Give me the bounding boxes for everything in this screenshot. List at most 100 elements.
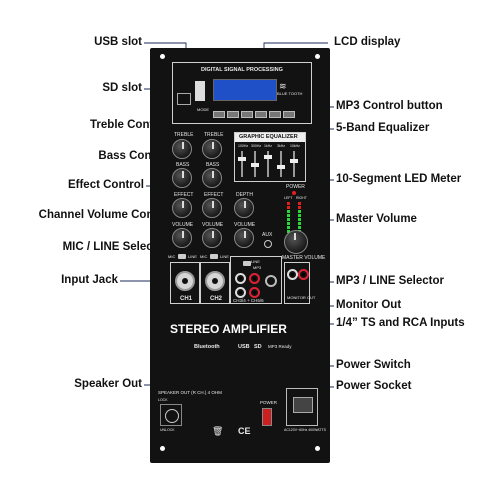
mp3-vol-down-button[interactable]	[255, 111, 267, 118]
volume-label-ch2: VOLUME	[202, 222, 224, 228]
line-label-mp3sel: LINE	[251, 259, 260, 264]
eq-title: GRAPHIC EQUALIZER	[239, 134, 298, 140]
power-socket[interactable]	[293, 397, 313, 413]
ch3-6-input-box: LINE MP3 CH3/4 + CH5/6	[230, 256, 282, 304]
eq-slider-10k[interactable]	[290, 159, 298, 163]
effect-label-ch2: EFFECT	[204, 192, 224, 198]
monitor-rca-red[interactable]	[298, 269, 309, 280]
volume-knob-ch2[interactable]	[202, 228, 222, 248]
treble-label-ch2: TREBLE	[204, 132, 224, 138]
eq-slider-300[interactable]	[251, 163, 259, 167]
mic-label-ch1: MIC	[168, 254, 176, 259]
eq-band-100: 100Hz	[238, 144, 249, 148]
depth-knob[interactable]	[234, 198, 254, 218]
ce-mark: CE	[238, 426, 251, 436]
speaker-out-connector[interactable]	[160, 404, 182, 426]
power-switch-label: Power Switch	[336, 359, 411, 371]
bluetooth-logo: Bluetooth	[194, 344, 220, 350]
lock-text: LOCK	[158, 398, 168, 402]
ch3-rca-white[interactable]	[235, 273, 246, 284]
power-switch-text: POWER	[260, 400, 278, 405]
mp3-vol-up-button[interactable]	[269, 111, 281, 118]
effect-label-ch1: EFFECT	[174, 192, 194, 198]
meter-left-label: LEFT	[284, 196, 293, 200]
speaker-out-label: Speaker Out	[74, 378, 142, 390]
treble-label-ch1: TREBLE	[174, 132, 194, 138]
ch2-input-box: CH2	[200, 262, 230, 304]
ch3-6-label: CH3/4 + CH5/6	[233, 298, 264, 303]
lcd-display	[213, 79, 277, 101]
wifi-icon: ≋	[279, 81, 287, 91]
bass-knob-ch2[interactable]	[202, 168, 222, 188]
eq-slider-3k[interactable]	[277, 165, 285, 169]
mp3-next-button[interactable]	[241, 111, 253, 118]
eq-slider-100[interactable]	[238, 157, 246, 161]
bass-label-ch2: BASS	[206, 162, 220, 168]
ts-rca-inputs-label: 1/4” TS and RCA Inputs	[336, 317, 465, 329]
effect-control-label: Effect Control	[67, 179, 144, 191]
master-volume-knob[interactable]	[284, 230, 308, 254]
bluetooth-tag: BLUE TOOTH	[277, 91, 303, 96]
effect-knob-ch2[interactable]	[202, 198, 222, 218]
ch4-rca-red[interactable]	[249, 273, 260, 284]
mp3-mode-button[interactable]	[283, 111, 295, 118]
treble-knob-ch2[interactable]	[202, 139, 222, 159]
screw-hole-icon	[315, 446, 320, 451]
graphic-equalizer: GRAPHIC EQUALIZER 100Hz 300Hz 1kHz 3kHz …	[234, 132, 306, 182]
sd-slot[interactable]	[177, 93, 191, 105]
mp3-line-switch[interactable]	[243, 261, 251, 266]
bass-knob-ch1[interactable]	[172, 168, 192, 188]
meter-right-label: RIGHT	[296, 196, 307, 200]
mic-line-switch-ch1[interactable]	[178, 254, 186, 259]
ch5-rca-white[interactable]	[235, 287, 246, 298]
unlock-text: UNLOCK	[160, 428, 175, 432]
volume-knob-ch1[interactable]	[172, 228, 192, 248]
weee-bin-icon: 🗑	[212, 426, 224, 436]
power-socket-label: Power Socket	[336, 380, 412, 392]
monitor-out-box: MONITOR OUT	[284, 262, 315, 304]
line-label-ch1: LINE	[188, 254, 197, 259]
volume-knob-ch3[interactable]	[234, 228, 254, 248]
mic-label-ch2: MIC	[200, 254, 208, 259]
screw-hole-icon	[315, 54, 320, 59]
treble-knob-ch1[interactable]	[172, 139, 192, 159]
ts-input-jack[interactable]	[265, 275, 277, 287]
mp3-label-mp3sel: MP3	[253, 265, 262, 270]
five-band-eq-label: 5-Band Equalizer	[336, 122, 430, 134]
volume-label-ch1: VOLUME	[172, 222, 194, 228]
ch1-label: CH1	[180, 296, 193, 302]
speaker-out-text: SPEAKER OUT (R CH.) 4 OHM	[158, 390, 222, 395]
dsp-module: DIGITAL SIGNAL PROCESSING ≋ BLUE TOOTH M…	[172, 62, 312, 124]
ch1-input-box: CH1	[170, 262, 200, 304]
mp3-control-button-label: MP3 Control button	[336, 100, 443, 112]
power-switch[interactable]	[262, 408, 272, 426]
channel-volume-label: Channel Volume Control	[38, 209, 172, 221]
dsp-title: DIGITAL SIGNAL PROCESSING	[201, 67, 283, 73]
ch6-rca-red[interactable]	[249, 287, 260, 298]
mp3-prev-button[interactable]	[213, 111, 225, 118]
sd-logo: SD	[254, 344, 262, 350]
ch2-label: CH2	[210, 296, 223, 302]
mic-line-selector-label: MIC / LINE Selector	[62, 241, 168, 253]
aux-jack[interactable]	[264, 240, 272, 248]
mp3-play-button[interactable]	[227, 111, 239, 118]
ch2-combo-jack[interactable]	[205, 271, 225, 291]
lcd-display-label: LCD display	[334, 36, 401, 48]
effect-knob-ch1[interactable]	[172, 198, 192, 218]
power-led-icon	[292, 191, 296, 195]
usb-slot[interactable]	[195, 81, 205, 101]
aux-label: AUX	[262, 232, 273, 238]
eq-slider-1k[interactable]	[264, 155, 272, 159]
monitor-rca-white[interactable]	[287, 269, 298, 280]
eq-band-10k: 10kHz	[290, 144, 300, 148]
treble-control-label: Treble Control	[90, 119, 168, 131]
ch1-combo-jack[interactable]	[175, 271, 195, 291]
mp3-ready-logo: MP3 Ready	[268, 344, 292, 349]
screw-hole-icon	[160, 54, 165, 59]
brand-title: STEREO AMPLIFIER	[170, 322, 287, 336]
depth-label: DEPTH	[236, 192, 253, 198]
mode-label: MODE	[197, 107, 209, 112]
mic-line-switch-ch2[interactable]	[210, 254, 218, 259]
screw-hole-icon	[160, 446, 165, 451]
eq-band-3k: 3kHz	[277, 144, 285, 148]
